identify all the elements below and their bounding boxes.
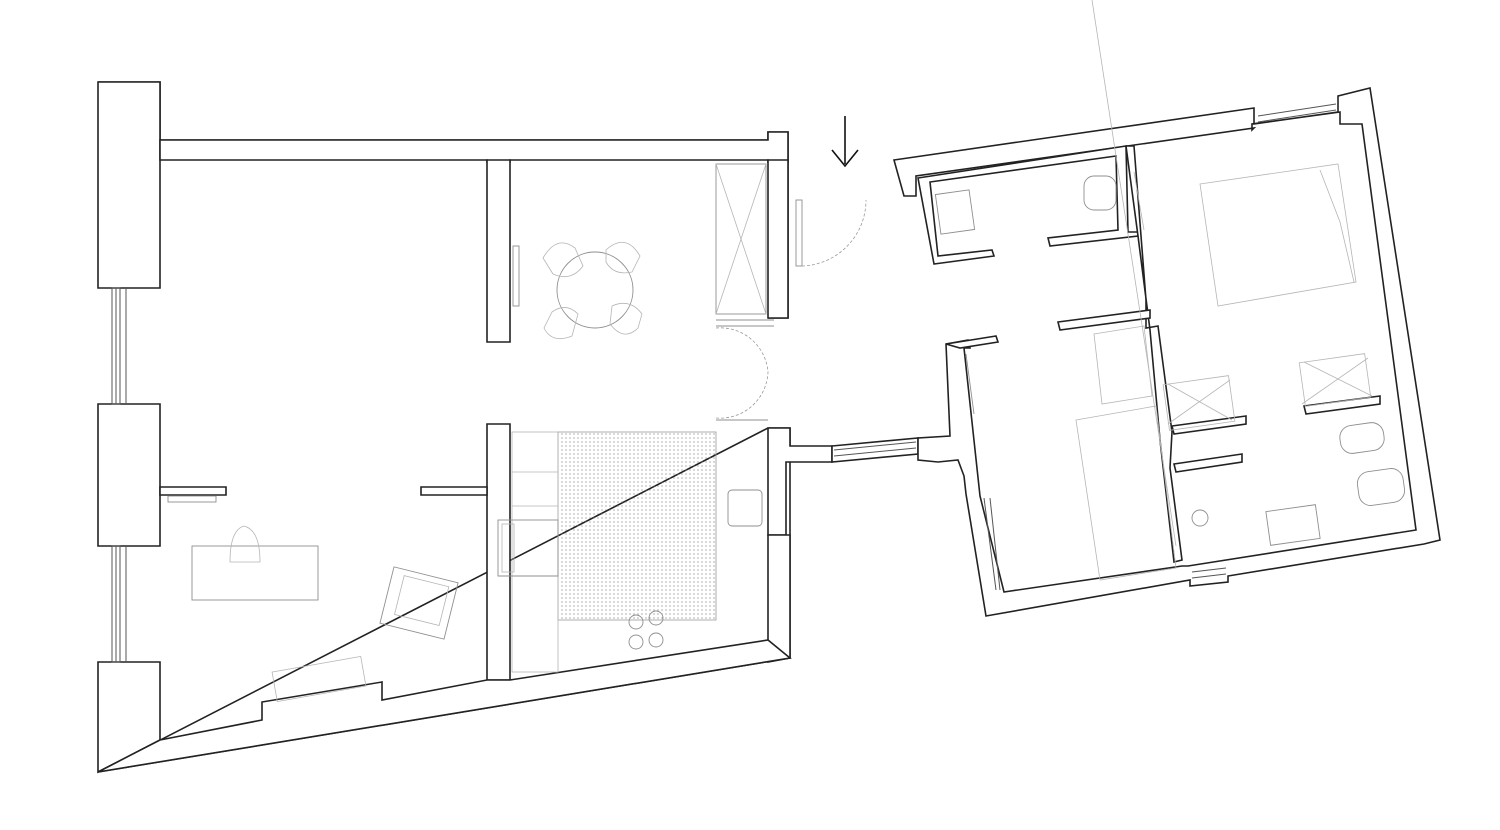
entrance-door — [795, 199, 867, 267]
toilet-lower — [1356, 468, 1406, 506]
partition-living-kitchen — [486, 423, 511, 681]
dining-table — [542, 242, 643, 340]
right-window-top — [1257, 103, 1337, 123]
desk — [167, 495, 319, 601]
north-wall — [159, 131, 789, 163]
partition-stub-right — [420, 486, 488, 496]
radiator — [512, 245, 520, 307]
entrance-arrow — [831, 116, 859, 168]
washbasin-lower — [1265, 504, 1321, 546]
double-bed — [1133, 163, 1357, 307]
bath-upper-walls — [917, 145, 1139, 265]
left-bedroom-radiator — [965, 353, 975, 415]
corridor-link — [831, 437, 919, 463]
shower-upper — [1298, 353, 1373, 407]
bench — [271, 655, 367, 703]
wardrobe — [715, 163, 774, 327]
partition-living-dining — [486, 159, 511, 343]
floor-drain — [1191, 509, 1209, 527]
corridor-wall — [945, 309, 1151, 349]
kitchen-counter — [557, 431, 717, 621]
hall-door — [715, 327, 769, 419]
left-unit — [97, 81, 867, 774]
kitchen-sink — [727, 489, 763, 527]
bath-lower-walls — [1171, 395, 1381, 473]
bidet — [1339, 422, 1385, 454]
right-window-south — [1191, 567, 1227, 579]
south-wall — [97, 639, 792, 773]
washbasin-upper — [934, 189, 976, 235]
toilet-upper — [1083, 175, 1117, 211]
shower-lower — [1162, 375, 1236, 431]
single-bed — [1075, 0, 1177, 581]
partition-stub-left — [159, 486, 227, 496]
armchair — [379, 566, 459, 640]
west-wall — [97, 81, 161, 774]
stove — [628, 610, 664, 650]
west-window-1 — [111, 287, 127, 405]
kitchen-cabinets — [497, 431, 559, 673]
right-unit — [892, 0, 1441, 617]
bedroom-partition — [1125, 145, 1183, 563]
right-outer-wall — [892, 87, 1441, 617]
right-window-west — [983, 497, 1001, 591]
west-window-2 — [111, 545, 127, 663]
east-wall-lower — [767, 427, 833, 536]
east-wall-upper — [767, 159, 789, 319]
